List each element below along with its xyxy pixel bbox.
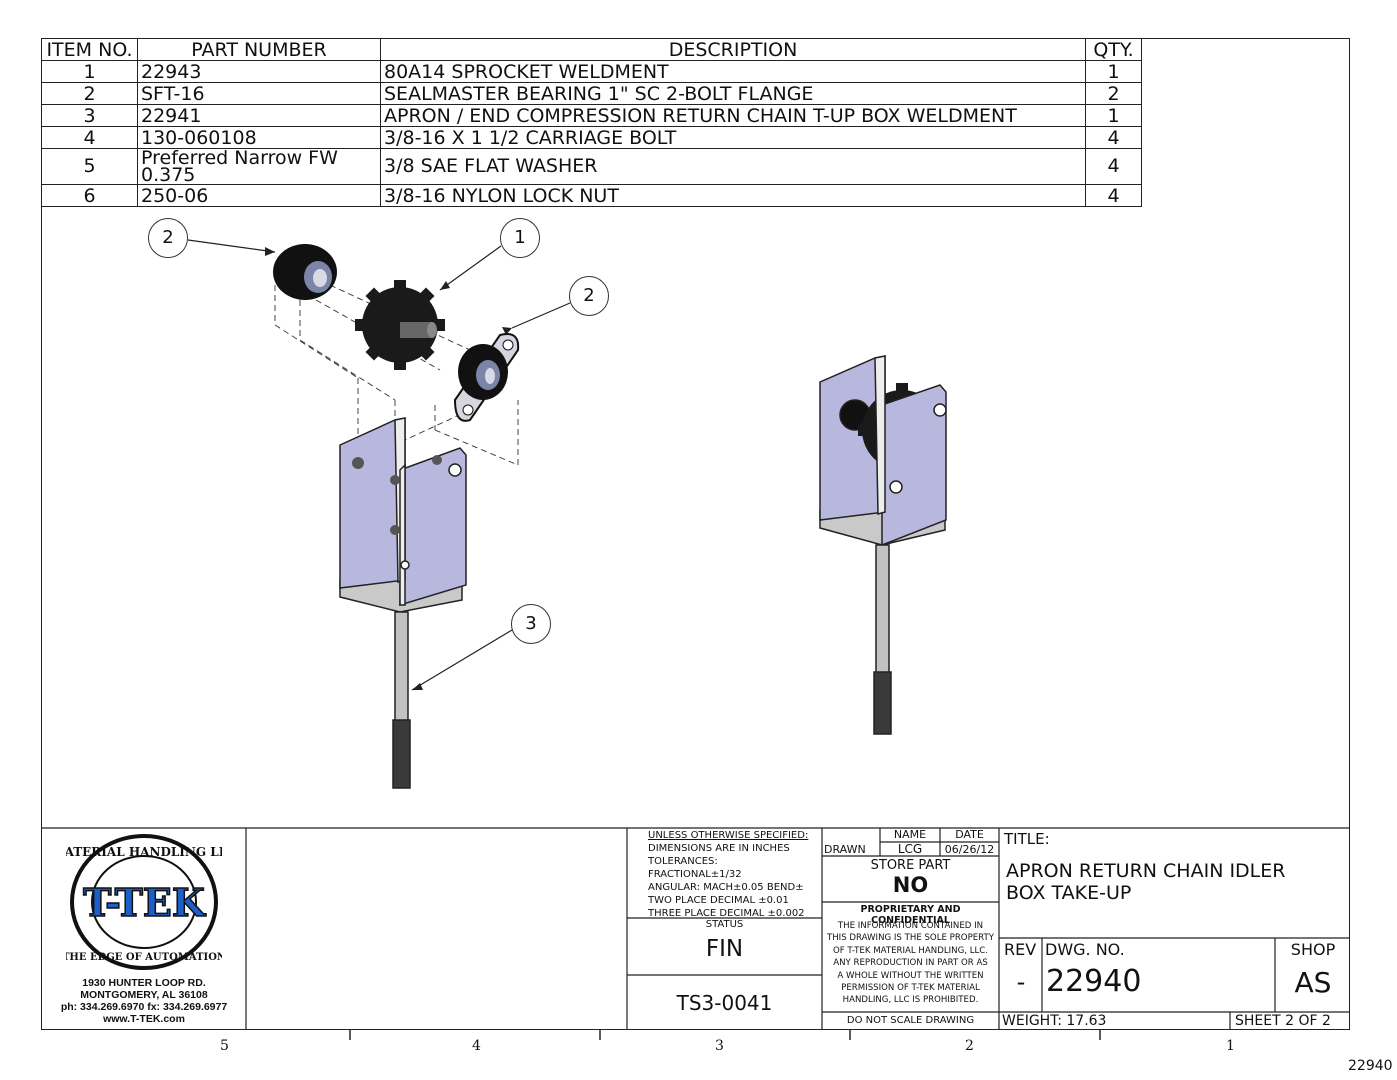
tolerance-line: ANGULAR: MACH±0.05 BEND± — [648, 882, 804, 893]
date-header: DATE — [955, 828, 984, 841]
bom-desc: SEALMASTER BEARING 1" SC 2-BOLT FLANGE — [380, 82, 1086, 105]
title-line: BOX TAKE-UP — [1006, 882, 1132, 904]
proprietary-line: PERMISSION OF T-TEK MATERIAL — [841, 983, 980, 994]
bom-row: 3 22941 APRON / END COMPRESSION RETURN C… — [41, 104, 1142, 127]
sheet-number: SHEET 2 OF 2 — [1235, 1013, 1331, 1029]
svg-text:MATERIAL HANDLING LLC: MATERIAL HANDLING LLC — [66, 845, 222, 859]
tolerance-line: THREE PLACE DECIMAL ±0.002 — [648, 908, 805, 919]
do-not-scale-note: DO NOT SCALE DRAWING — [846, 1015, 975, 1026]
status-value: FIN — [705, 936, 744, 962]
store-part-label: STORE PART — [870, 858, 951, 873]
address-line: 1930 HUNTER LOOP RD. — [82, 977, 206, 989]
status-label: STATUS — [705, 919, 744, 930]
bom-item: 6 — [41, 184, 138, 207]
bom-part: 22943 — [137, 60, 381, 83]
sprocket — [355, 280, 445, 370]
take-up-box-exploded — [339, 417, 467, 789]
bom-header-part: PART NUMBER — [137, 38, 381, 61]
drawn-date: 06/26/12 — [944, 843, 995, 856]
t-tek-logo-icon: MATERIAL HANDLING LLC T-TEK THE EDGE OF … — [51, 834, 237, 970]
rev-value: - — [1016, 968, 1026, 996]
drawing-title: APRON RETURN CHAIN IDLER BOX TAKE-UP — [1006, 860, 1285, 904]
bom-desc: 3/8-16 NYLON LOCK NUT — [380, 184, 1086, 207]
address-line: MONTGOMERY, AL 36108 — [80, 989, 208, 1001]
dwg-no-label: DWG. NO. — [1045, 940, 1125, 959]
store-part-value: NO — [892, 873, 929, 897]
svg-text:THE EDGE OF AUTOMATION: THE EDGE OF AUTOMATION — [66, 952, 222, 963]
bom-row: 4 130-060108 3/8-16 X 1 1/2 CARRIAGE BOL… — [41, 126, 1142, 149]
proprietary-title: PROPRIETARY AND CONFIDENTIAL — [860, 904, 961, 926]
title-line: APRON RETURN CHAIN IDLER — [1006, 860, 1286, 882]
bill-of-materials: ITEM NO. PART NUMBER DESCRIPTION QTY. 1 … — [41, 38, 1142, 207]
tolerance-notes: UNLESS OTHERWISE SPECIFIED: DIMENSIONS A… — [648, 829, 820, 920]
rev-label: REV — [1004, 940, 1037, 959]
proprietary-text: THE INFORMATION CONTAINED IN THIS DRAWIN… — [822, 920, 999, 1007]
company-logo: MATERIAL HANDLING LLC T-TEK THE EDGE OF … — [51, 832, 237, 974]
item-balloon: 2 — [569, 276, 609, 316]
item-balloon: 2 — [148, 218, 188, 258]
title-label: TITLE: — [1004, 830, 1050, 848]
zone-label: 3 — [715, 1038, 724, 1054]
zone-label: 1 — [1226, 1038, 1235, 1054]
name-header: NAME — [893, 828, 927, 841]
phone-fax: ph: 334.269.6970 fx: 334.269.6977 — [60, 1001, 228, 1013]
weight: WEIGHT: 17.63 — [1002, 1013, 1107, 1029]
bom-part: 22941 — [137, 104, 381, 127]
tolerance-line: UNLESS OTHERWISE SPECIFIED: — [648, 830, 809, 841]
zone-label: 2 — [965, 1038, 974, 1054]
bom-part: Preferred Narrow FW 0.375 — [137, 148, 381, 185]
zone-label: 4 — [472, 1038, 481, 1054]
bom-desc: APRON / END COMPRESSION RETURN CHAIN T-U… — [380, 104, 1086, 127]
tolerance-line: TWO PLACE DECIMAL ±0.01 — [648, 895, 789, 906]
drawn-name: LCG — [897, 842, 923, 856]
svg-text:T-TEK: T-TEK — [83, 880, 207, 925]
proprietary-line: OF T-TEK MATERIAL HANDLING, LLC. — [832, 945, 989, 956]
footer-drawing-number: 22940 — [1348, 1058, 1393, 1074]
bom-part: 130-060108 — [137, 126, 381, 149]
company-address: 1930 HUNTER LOOP RD. MONTGOMERY, AL 3610… — [44, 977, 244, 1025]
tolerance-line: FRACTIONAL±1/32 — [648, 869, 742, 880]
take-up-box-assembled — [819, 355, 947, 735]
bom-qty: 4 — [1085, 184, 1142, 207]
bom-qty: 4 — [1085, 148, 1142, 185]
bom-desc: 3/8 SAE FLAT WASHER — [380, 148, 1086, 185]
proprietary-line: THIS DRAWING IS THE SOLE PROPERTY — [826, 933, 995, 944]
item-balloon: 1 — [500, 218, 540, 258]
tolerance-line: TOLERANCES: — [648, 856, 718, 867]
bearing-flange-right — [453, 333, 520, 422]
hardware-bolts — [352, 455, 442, 535]
item-balloon: 3 — [511, 604, 551, 644]
bom-part: 250-06 — [137, 184, 381, 207]
proprietary-line: HANDLING, LLC IS PROHIBITED. — [842, 995, 979, 1006]
bom-item: 1 — [41, 60, 138, 83]
bearing-flange-left — [273, 244, 337, 300]
shop-label: SHOP — [1290, 940, 1336, 959]
bom-row: 6 250-06 3/8-16 NYLON LOCK NUT 4 — [41, 184, 1142, 207]
website: www.T-TEK.com — [103, 1013, 185, 1025]
proprietary-line: THE INFORMATION CONTAINED IN — [837, 921, 984, 931]
status-ref: TS3-0041 — [676, 991, 773, 1015]
bom-row: 5 Preferred Narrow FW 0.375 3/8 SAE FLAT… — [41, 148, 1142, 185]
bom-row: 2 SFT-16 SEALMASTER BEARING 1" SC 2-BOLT… — [41, 82, 1142, 105]
proprietary-line: ANY REPRODUCTION IN PART OR AS — [833, 958, 988, 969]
drawn-label: DRAWN — [824, 843, 866, 856]
shop-value: AS — [1294, 966, 1332, 999]
proprietary-line: A WHOLE WITHOUT THE WRITTEN — [837, 970, 984, 981]
dwg-no: 22940 — [1046, 964, 1142, 999]
tolerance-line: DIMENSIONS ARE IN INCHES — [648, 843, 790, 854]
zone-label: 5 — [220, 1038, 229, 1054]
bom-part: SFT-16 — [137, 82, 381, 105]
